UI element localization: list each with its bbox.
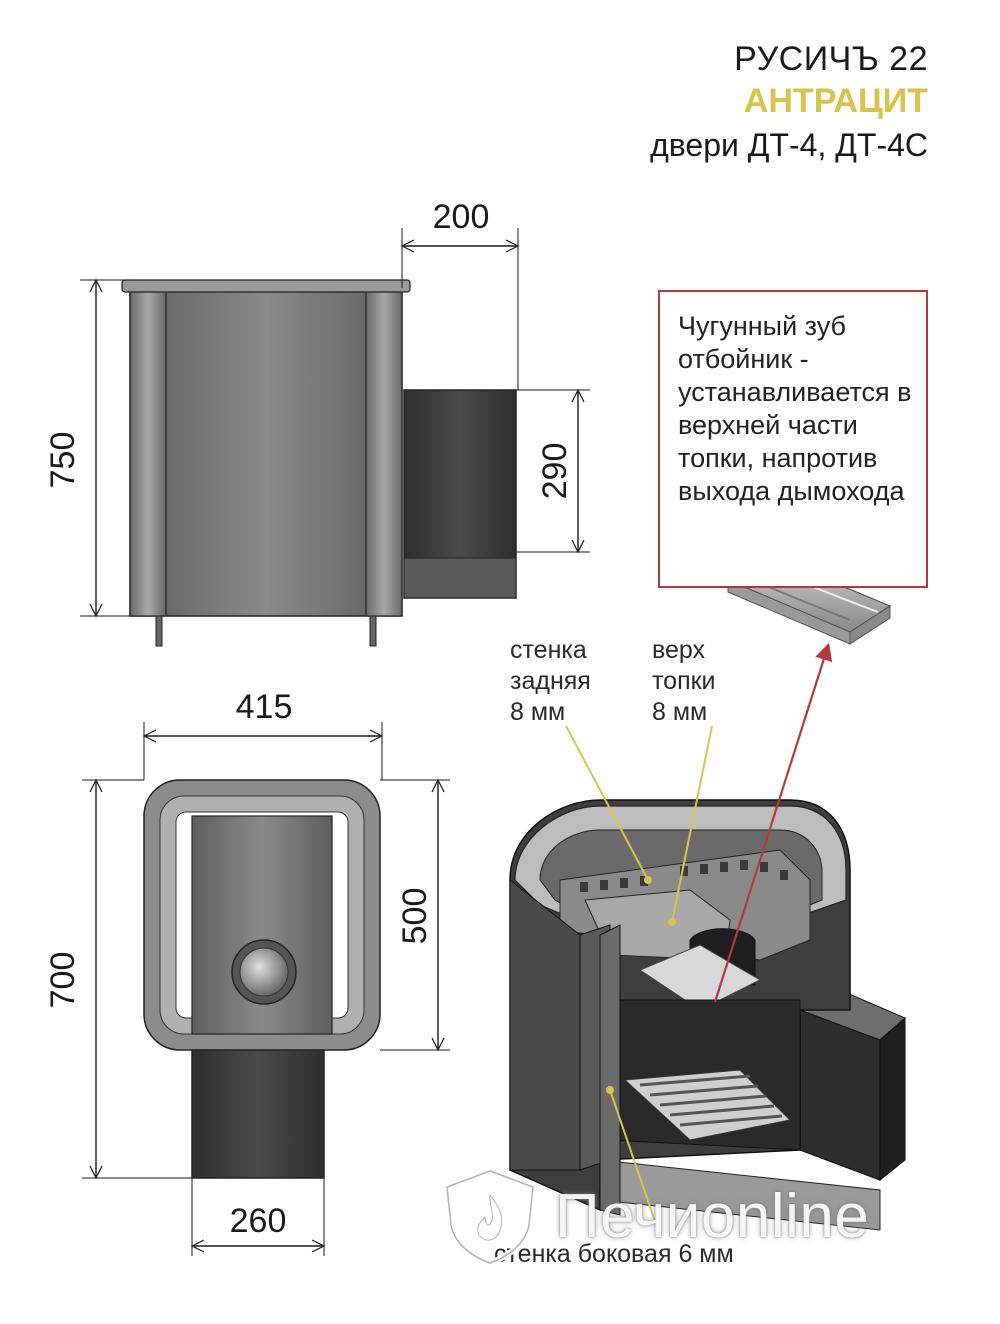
label-rear-wall-3: 8 мм [510, 698, 565, 726]
deflector-note: Чугунный зуб отбойник - устанавливается … [678, 311, 912, 506]
deflector-arrow [713, 642, 833, 1003]
label-side-wall: стенка боковая 6 мм [494, 1240, 734, 1268]
leader-rear-wall [565, 725, 649, 881]
dim-total-depth: 700 [44, 952, 82, 1009]
dim-tunnel-width: 260 [230, 1202, 287, 1240]
dim-top-width: 415 [236, 688, 293, 726]
front-elevation: 750 200 290 [44, 198, 590, 647]
label-rear-wall-2: задняя [510, 667, 591, 695]
model-variant: АНТРАЦИТ [743, 82, 928, 120]
label-firebox-top-3: 8 мм [652, 698, 707, 726]
cutaway-view [509, 799, 906, 1231]
dim-total-height: 750 [44, 432, 82, 489]
leader-firebox-top [671, 725, 713, 923]
watermark: Печиonline [435, 1165, 955, 1265]
dim-flue-height: 290 [536, 443, 574, 500]
label-firebox-top-2: топки [652, 667, 716, 695]
plan-view: 415 700 500 260 [44, 688, 450, 1256]
dim-flue-width: 200 [433, 198, 490, 236]
watermark-text: Печиonline [555, 1182, 870, 1251]
shield-flame-icon [443, 1167, 537, 1265]
title-block: РУСИЧЪ 22 АНТРАЦИТ двери ДТ-4, ДТ-4С [650, 38, 928, 166]
label-rear-wall-1: стенка [510, 636, 587, 664]
dim-body-depth: 500 [396, 888, 434, 945]
stove-body-front [129, 287, 403, 617]
door-types: двери ДТ-4, ДТ-4С [650, 127, 928, 163]
label-firebox-top-1: верх [652, 636, 706, 664]
firebox-tunnel [191, 1049, 325, 1179]
grate [623, 1069, 792, 1141]
leader-side-wall [609, 1089, 661, 1237]
deflector-note-box: Чугунный зуб отбойник - устанавливается … [658, 290, 928, 588]
model-name: РУСИЧЪ 22 [734, 40, 928, 78]
